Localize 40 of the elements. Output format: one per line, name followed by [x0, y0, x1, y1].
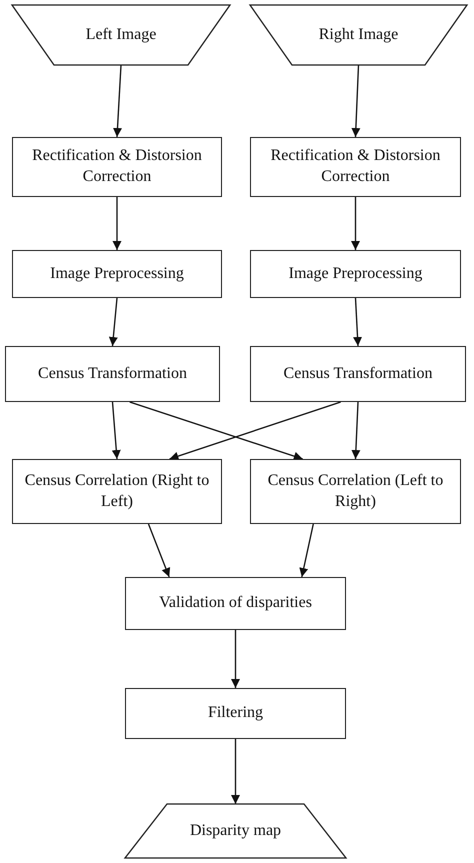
process-box: [250, 250, 461, 298]
arrow: [351, 197, 360, 250]
node-label: Right Image: [318, 24, 400, 45]
node-label: Image Preprocessing: [288, 264, 424, 284]
node-label: Rectification & Distorsion Correction: [31, 146, 203, 187]
arrow: [299, 524, 314, 578]
process-box: [12, 137, 222, 197]
arrow: [148, 524, 170, 578]
arrow: [113, 64, 122, 138]
node-label: Disparity map: [188, 820, 282, 841]
arrow: [351, 402, 360, 460]
node-label: Rectification & Distorsion Correction: [270, 146, 442, 187]
process-box: [12, 250, 222, 298]
process-box: [250, 137, 461, 197]
process-box: [125, 577, 346, 630]
process-box: [250, 459, 461, 524]
arrow: [231, 739, 240, 804]
arrow: [130, 401, 303, 460]
arrow: [353, 298, 362, 346]
node-label: Validation of disparities: [158, 593, 313, 614]
process-box: [125, 688, 346, 739]
node-label: Census Correlation (Right to Left): [24, 470, 210, 512]
process-box: [12, 459, 222, 524]
arrow: [351, 64, 360, 138]
arrow: [169, 401, 341, 460]
process-box: [250, 346, 466, 402]
io-trapezoid: [125, 804, 346, 858]
node-label: Image Preprocessing: [49, 264, 185, 284]
arrow: [112, 197, 122, 250]
arrow: [231, 630, 240, 688]
arrow: [112, 402, 121, 460]
io-trapezoid: [12, 5, 230, 65]
io-trapezoid: [250, 5, 467, 65]
node-label: Census Transformation: [282, 364, 434, 384]
process-box: [5, 346, 220, 402]
node-label: Census Transformation: [37, 364, 188, 384]
node-label: Filtering: [206, 703, 264, 724]
node-label: Census Correlation (Left to Right): [266, 470, 444, 512]
arrow: [108, 298, 118, 346]
node-label: Left Image: [84, 24, 158, 45]
